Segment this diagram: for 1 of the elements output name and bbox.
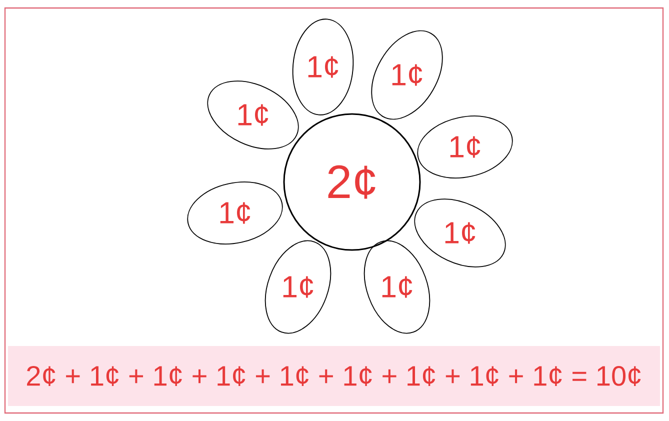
equation-band: 2¢ + 1¢ + 1¢ + 1¢ + 1¢ + 1¢ + 1¢ + 1¢ + 1¢ = 10¢ (8, 346, 660, 406)
